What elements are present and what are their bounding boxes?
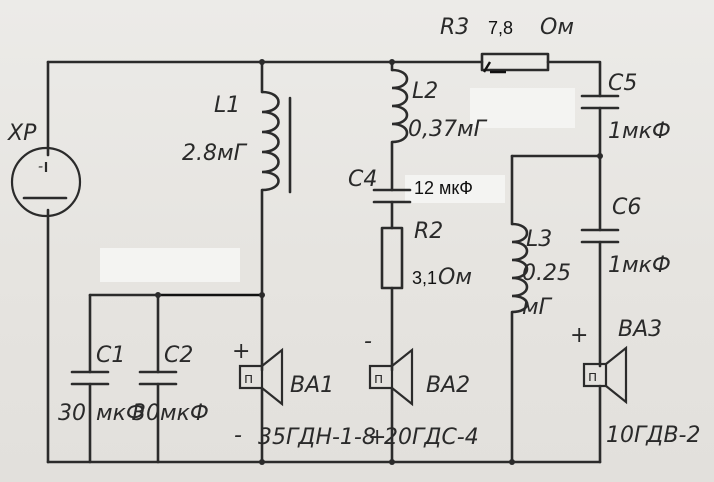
- l3-value-bottom: мГ: [522, 295, 553, 320]
- svg-text:-: -: [38, 159, 43, 175]
- l1-ref: L1: [214, 93, 240, 118]
- svg-text:п: п: [588, 369, 597, 385]
- ba2-model: 20ГДС-4: [384, 425, 479, 450]
- junction-dot: [259, 59, 265, 65]
- c6-capacitor: [580, 228, 620, 244]
- c2-capacitor: [138, 370, 178, 386]
- junction-dot: [259, 459, 265, 465]
- paper-patch: [100, 248, 240, 282]
- ba2-plus: +: [368, 425, 386, 450]
- ba1-minus: -: [234, 423, 242, 448]
- c4-value: 12 мкФ: [414, 178, 473, 198]
- xp-connector: - XP: [7, 121, 82, 218]
- l2-value: 0,37мГ: [408, 117, 488, 142]
- c1-value-num: 30: [58, 401, 86, 426]
- ba1-plus: +: [232, 339, 250, 364]
- r3-value-num: 7,8: [488, 18, 513, 38]
- c5-capacitor: [580, 94, 620, 110]
- l2-inductor: [391, 68, 409, 144]
- ba3-ref: BA3: [618, 317, 662, 342]
- l3-ref: L3: [526, 227, 552, 252]
- junction-dot: [389, 59, 395, 65]
- ba2-ref: BA2: [426, 373, 470, 398]
- c5-ref: C5: [608, 71, 637, 96]
- paper-patch: [470, 88, 575, 128]
- ba1-speaker: п: [238, 347, 284, 407]
- l3-value-top: 0.25: [522, 261, 571, 286]
- ba3-speaker: п: [582, 345, 628, 405]
- r2-resistor: [380, 226, 404, 290]
- xp-label: XP: [7, 121, 37, 146]
- c2-ref: C2: [164, 343, 193, 368]
- r3-resistor: [480, 52, 550, 72]
- c1-ref: C1: [96, 343, 125, 368]
- ba1-ref: BA1: [290, 373, 334, 398]
- c1-value-unit: мкФ: [96, 401, 145, 426]
- c5-value: 1мкФ: [608, 119, 671, 144]
- ba3-model: 10ГДВ-2: [606, 423, 700, 448]
- l1-inductor: [261, 90, 292, 194]
- ba3-plus: +: [570, 323, 588, 348]
- l1-value: 2.8мГ: [182, 141, 248, 166]
- r3-to-c5-wire: [546, 60, 602, 98]
- paper-patch: [405, 175, 505, 203]
- c6-ref: C6: [612, 195, 641, 220]
- c4-ref: C4: [348, 167, 377, 192]
- c2-value: 30мкФ: [132, 401, 209, 426]
- r2-value-unit: Ом: [438, 265, 472, 290]
- r2-ref: R2: [414, 219, 443, 244]
- c6-value: 1мкФ: [608, 253, 671, 278]
- ba1-model: 35ГДН-1-8: [258, 425, 376, 450]
- c1-capacitor: [70, 370, 110, 386]
- junction-dot: [509, 459, 515, 465]
- l2-ref: L2: [412, 79, 438, 104]
- junction-dot: [389, 459, 395, 465]
- r3-edit-mark: [482, 61, 506, 74]
- r3-value-unit: Ом: [540, 15, 574, 40]
- svg-text:п: п: [244, 371, 253, 387]
- l3-inductor: [511, 222, 529, 314]
- c4-capacitor: [372, 188, 412, 204]
- ba2-minus: -: [364, 329, 372, 354]
- svg-text:п: п: [374, 371, 383, 387]
- r3-ref: R3: [440, 15, 469, 40]
- junction-dot: [155, 292, 161, 298]
- ba2-speaker: п: [368, 347, 414, 407]
- r2-value-num: 3,1: [412, 268, 437, 288]
